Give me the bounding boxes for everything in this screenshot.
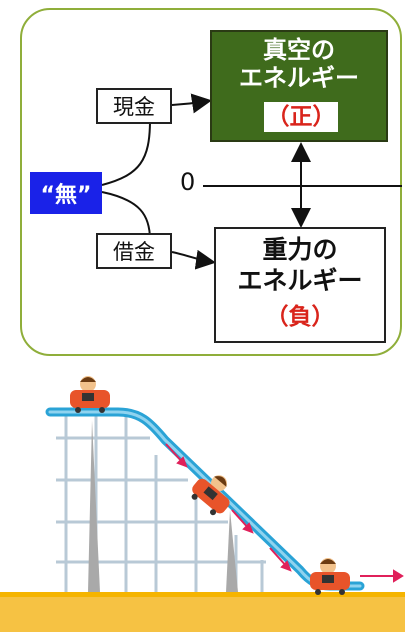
- cash-label: 現金: [96, 88, 172, 124]
- vacuum-energy-box: 真空の エネルギー （正）: [210, 30, 388, 142]
- diagram-connectors: [101, 93, 402, 270]
- support-left: [88, 420, 100, 592]
- roller-coaster-illustration: [0, 376, 405, 632]
- gravity-energy-box: 重力の エネルギー （負）: [214, 227, 386, 343]
- ground-top-edge: [0, 592, 405, 597]
- arrow-debt-to-gravity: [171, 249, 216, 270]
- support-right: [226, 510, 238, 592]
- curve-to-cash: [101, 119, 151, 186]
- zero-label: 0: [180, 168, 196, 196]
- curve-to-debt: [101, 191, 151, 241]
- positive-sign-label: （正）: [264, 102, 338, 132]
- gravity-energy-line1: 重力の: [262, 235, 338, 264]
- roller-coaster-car-icon: [191, 475, 230, 516]
- arrow-cash-to-vacuum: [171, 93, 212, 114]
- motion-arrows: [165, 443, 404, 583]
- vacuum-energy-line2: エネルギー: [239, 64, 359, 92]
- nothing-label: “無”: [30, 172, 102, 214]
- debt-label: 借金: [96, 233, 172, 269]
- negative-sign-label: （負）: [265, 304, 335, 330]
- ground: [0, 594, 405, 632]
- vacuum-energy-line1: 真空の: [263, 36, 335, 64]
- roller-coaster-car-icon: [70, 376, 110, 413]
- gravity-energy-line2: エネルギー: [237, 266, 363, 295]
- roller-coaster-car-icon: [310, 558, 350, 595]
